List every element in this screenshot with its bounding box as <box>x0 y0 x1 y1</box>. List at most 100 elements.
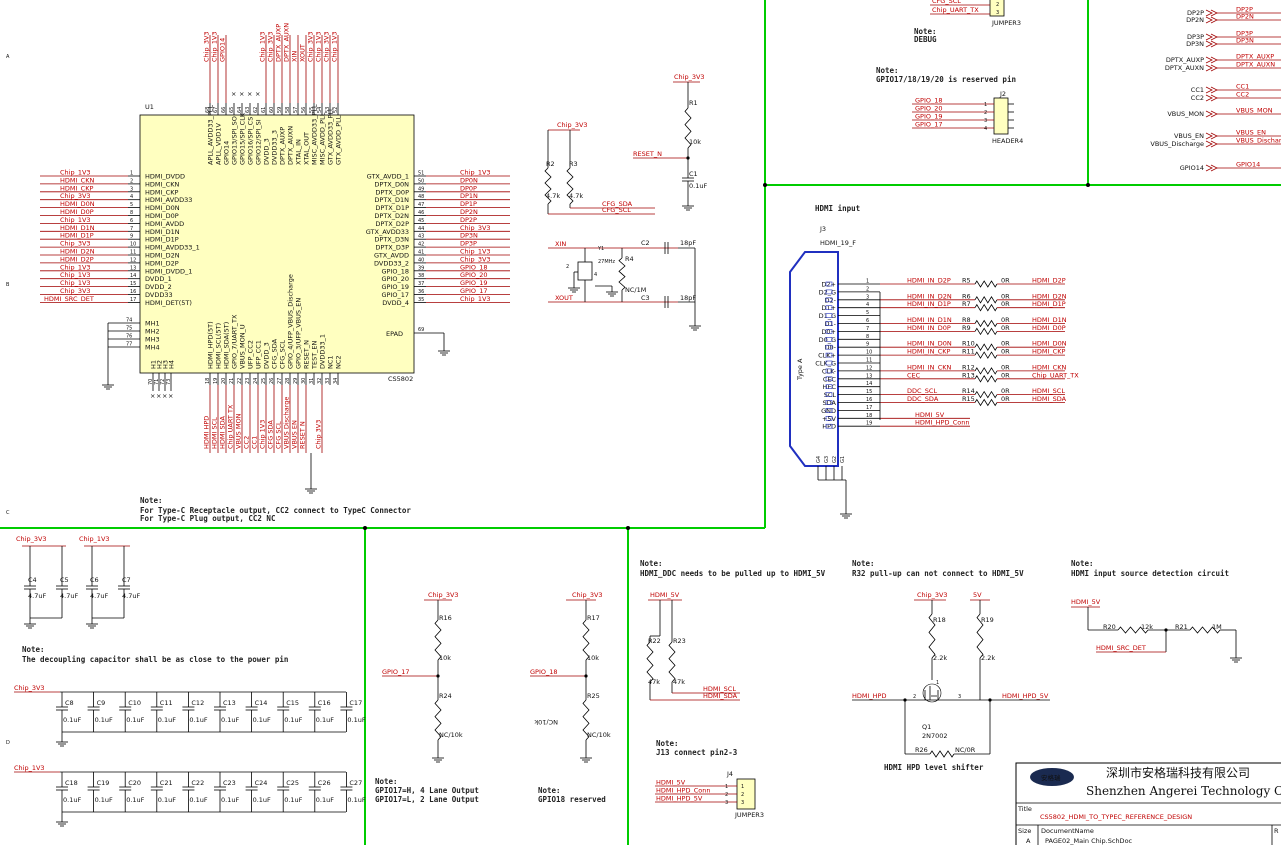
net-label: Chip_1V3 <box>60 263 91 271</box>
jumper-body <box>736 778 756 810</box>
pin-name: DPTX_D2P <box>375 220 409 228</box>
component-ref: R3 <box>569 160 578 168</box>
pin-name: CLK+ <box>818 352 836 360</box>
component-value: NC/0R <box>955 746 976 754</box>
component-ref: C15 <box>286 699 299 707</box>
component-value: 10k <box>439 654 451 662</box>
pin-name: UFP_CC2 <box>247 340 255 369</box>
component-value: 0.1uF <box>63 716 81 724</box>
component-ref: R21 <box>1175 623 1188 631</box>
component-ref: C12 <box>191 699 204 707</box>
resistor-icon <box>618 257 626 291</box>
pin-number: 2 <box>913 694 916 700</box>
chip-body <box>139 114 415 374</box>
pin-number: 74 <box>126 318 132 324</box>
pin-number: 2 <box>984 110 987 116</box>
doc-label: DocumentName <box>1041 827 1094 835</box>
pin-name: H2 <box>156 360 164 369</box>
pin-name: H4 <box>168 360 176 369</box>
pin-name: G3 <box>824 456 830 463</box>
pin-name: GPIO_4/UFP_VBUS_Discharge <box>287 274 295 369</box>
net-label: Chip_3V3 <box>267 31 275 62</box>
port-label: GPIO14 <box>1180 164 1204 172</box>
pin-number: 55 <box>309 107 315 113</box>
net-label: HDMI_IN_D0N <box>907 340 952 348</box>
port-label: DP2P <box>1187 9 1204 17</box>
net-label: HDMI_CKP <box>60 184 93 192</box>
port-arrow-icon <box>1205 16 1218 24</box>
net-label: Chip_1V3 <box>259 31 267 62</box>
pin-number: 6 <box>866 318 869 324</box>
component-value: 0R <box>1001 340 1010 348</box>
pin-number: 29 <box>293 378 299 384</box>
net-label: Chip_3V3 <box>60 287 91 295</box>
component-ref: C22 <box>191 779 204 787</box>
component-ref: C18 <box>65 779 78 787</box>
pin-number: 27 <box>277 378 283 384</box>
pin-name: DVDD33_3 <box>271 130 279 165</box>
net-label: Chip_3V3 <box>323 31 331 62</box>
component-value: NC/1M <box>625 286 646 294</box>
component-ref: R22 <box>648 637 661 645</box>
pin-name: HDMI_DVDD_1 <box>145 267 192 275</box>
pin-contact <box>825 360 833 366</box>
pin-name: +5V <box>822 415 837 423</box>
pin-number: 15 <box>130 281 136 287</box>
note-label: Note: <box>852 559 875 568</box>
component-value: 4.7uF <box>28 592 46 600</box>
pin-number: 3 <box>741 800 744 806</box>
pin-name: D0- <box>825 344 837 352</box>
pin-number: 18 <box>866 413 872 419</box>
pin-name: HDMI_D1N <box>145 228 180 236</box>
component-value: 0R <box>1001 324 1010 332</box>
net-label: HDMI_HPD <box>852 692 886 700</box>
crystal-icon <box>577 261 593 281</box>
component-ref: C3 <box>641 294 650 302</box>
junction-dot <box>1086 183 1090 187</box>
component-value: 0.1uF <box>347 716 365 724</box>
net-label: DP2N <box>1236 13 1254 21</box>
port-label: DP2N <box>1186 16 1204 24</box>
component-value: 0R <box>1001 395 1010 403</box>
no-connect-mark: × <box>162 392 167 400</box>
pin-name: DPTX_D1N <box>374 196 409 204</box>
net-label: DPTX_AUXN <box>283 23 291 62</box>
net-label: Chip_1V3 <box>460 169 491 177</box>
section-title: HDMI input <box>815 204 860 213</box>
pin-number: 65 <box>229 107 235 113</box>
port-arrow-icon <box>1205 132 1218 140</box>
component-value: 2N7002 <box>922 732 948 740</box>
connector-type: Type A <box>796 358 804 381</box>
component-value: 0R <box>1001 316 1010 324</box>
pin-name: HDMI_SDA(5T) <box>223 322 231 369</box>
component-value: NC/10k <box>587 731 611 739</box>
pin-number: 17 <box>130 297 136 303</box>
pin-number: 47 <box>418 202 424 208</box>
net-label: HDMI_IN_D2P <box>907 277 951 285</box>
pin-number: 6 <box>130 218 133 224</box>
net-label: GPIO_20 <box>460 271 488 279</box>
component-ref: C11 <box>160 699 173 707</box>
component-value: 4.7k <box>546 192 560 200</box>
resistor-icon <box>668 641 676 683</box>
pin-name: DPTX_D3N <box>374 236 409 244</box>
note-text: GPIO17=H, 4 Lane Output <box>375 786 479 795</box>
pin-name: HDMI_HPD(5T) <box>207 321 215 369</box>
pin-contact <box>825 289 833 295</box>
net-label: GPIO_19 <box>460 279 488 287</box>
pin-number: 17 <box>866 405 872 411</box>
note-label: Note: <box>1071 559 1094 568</box>
pin-number: 24 <box>253 378 259 384</box>
note-text: HDMI_DDC needs to be pulled up to HDMI_5… <box>640 569 826 578</box>
pin-name: DVDD33_1 <box>319 334 327 369</box>
component-value: 0.1uF <box>63 796 81 804</box>
net-label: HDMI_5V <box>915 411 945 419</box>
net-label: Chip_1V3 <box>60 279 91 287</box>
pin-number: 59 <box>277 107 283 113</box>
note-text: For Type-C Plug output, CC2 NC <box>140 514 275 523</box>
pin-name: HDMI_D2N <box>145 252 180 260</box>
component-ref: R25 <box>587 692 600 700</box>
component-ref: C4 <box>28 576 37 584</box>
component-ref: C8 <box>65 699 74 707</box>
pin-number: 7 <box>866 326 869 332</box>
